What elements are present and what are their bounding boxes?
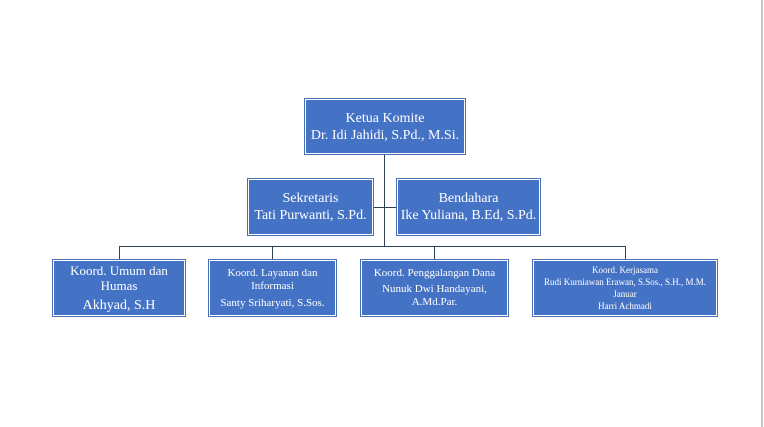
node-sekretaris-title: Sekretaris [282,191,339,206]
node-koord-kerjasama[interactable]: Koord. Kerjasama Rudi Kurniawan Erawan, … [533,260,717,316]
node-koord-layanan-name: Santy Sriharyati, S.Sos. [220,296,325,309]
connector-drop-penggalangan [434,246,435,260]
node-bendahara-title: Bendahara [438,191,499,206]
node-sekretaris-name: Tati Purwanti, S.Pd. [254,208,367,223]
connector-horizontal-bus [119,246,626,247]
node-koord-penggalangan-title: Koord. Penggalangan Dana [373,267,496,279]
node-ketua-komite[interactable]: Ketua Komite Dr. Idi Jahidi, S.Pd., M.Si… [305,99,465,154]
node-koord-kerjasama-member: Januar [613,289,637,299]
node-koord-penggalangan-name: Nunuk Dwi Handayani, A.Md.Par. [382,283,487,308]
connector-drop-umum [119,246,120,260]
node-koord-kerjasama-title: Koord. Kerjasama [592,265,658,275]
node-koord-kerjasama-member: Rudi Kurniawan Erawan, S.Sos., S.H., M.M… [544,277,706,287]
page-edge [761,0,763,427]
node-koord-layanan-title: Koord. Layanan dan Informasi [227,266,318,292]
node-koord-umum-title: Koord. Umum dan Humas [70,262,168,293]
node-ketua-name: Dr. Idi Jahidi, S.Pd., M.Si. [310,127,460,143]
node-ketua-title: Ketua Komite [345,110,425,126]
node-bendahara[interactable]: Bendahara Ike Yuliana, B.Ed, S.Pd. [397,179,540,235]
node-koord-penggalangan-dana[interactable]: Koord. Penggalangan Dana Nunuk Dwi Handa… [361,260,508,316]
connector-assistants [374,207,397,208]
node-koord-umum-humas[interactable]: Koord. Umum dan Humas Akhyad, S.H [53,260,185,316]
connector-drop-layanan [272,246,273,260]
node-koord-umum-name: Akhyad, S.H [82,297,156,313]
node-koord-kerjasama-member: Harri Achmadi [598,301,652,311]
node-bendahara-name: Ike Yuliana, B.Ed, S.Pd. [400,208,537,223]
connector-trunk [384,154,385,247]
node-sekretaris[interactable]: Sekretaris Tati Purwanti, S.Pd. [248,179,373,235]
node-koord-layanan-informasi[interactable]: Koord. Layanan dan Informasi Santy Sriha… [209,260,336,316]
connector-drop-kerjasama [625,246,626,260]
